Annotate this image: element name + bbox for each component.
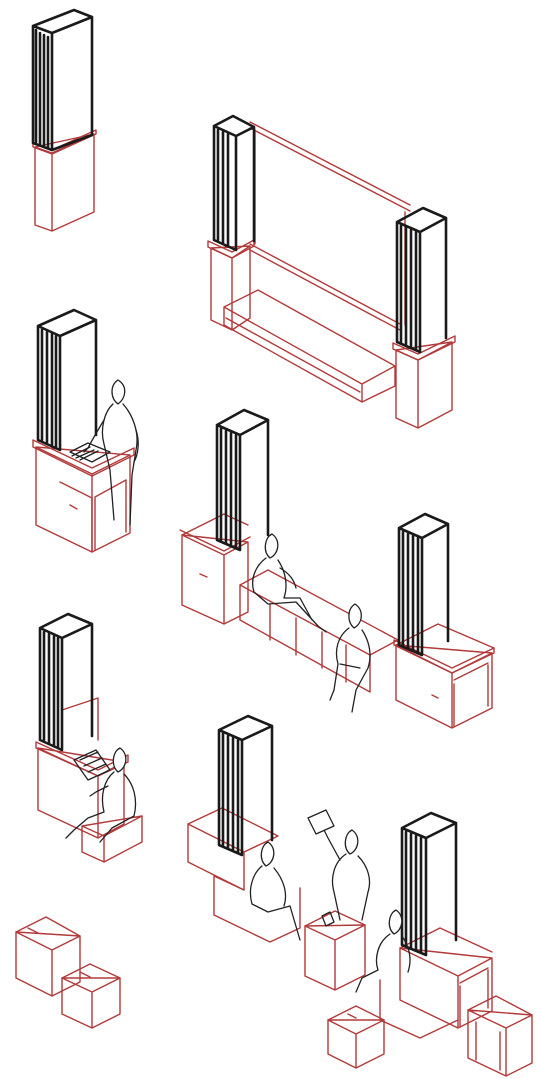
pillar-standalone — [33, 10, 96, 231]
pillar-seated-desk — [36, 614, 142, 862]
loose-stools-left — [16, 917, 120, 1028]
pillar-pair-bench — [208, 116, 455, 428]
pillar-standing-desk — [33, 310, 138, 552]
long-bench-seating — [180, 410, 494, 728]
loose-stools-right — [328, 996, 532, 1076]
stepped-seating-group — [188, 716, 492, 1038]
